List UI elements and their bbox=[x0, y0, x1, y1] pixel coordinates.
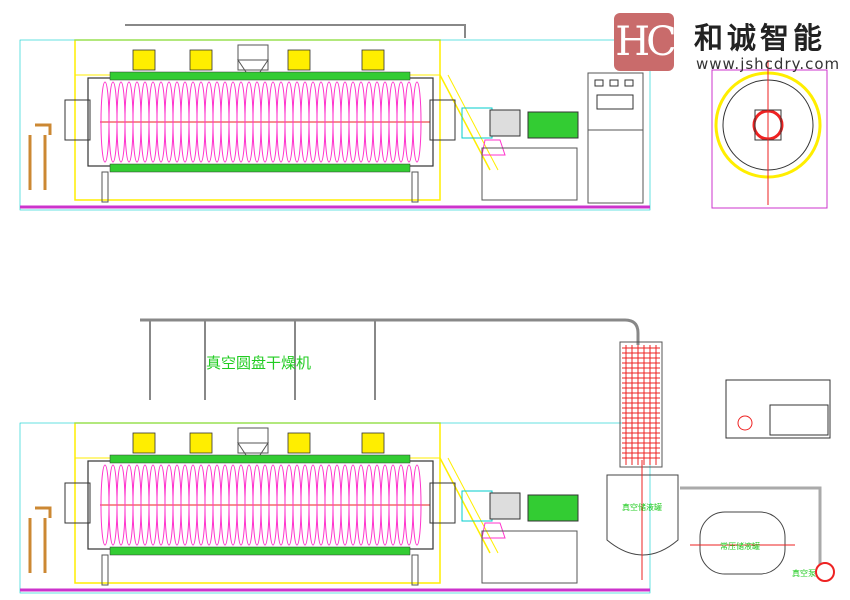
vacuum-pump-label: 真空泵 bbox=[792, 569, 816, 578]
condenser bbox=[619, 341, 663, 468]
company-url: www.jshcdry.com bbox=[696, 55, 841, 73]
atmospheric-tank bbox=[699, 511, 786, 575]
vacuum-line bbox=[680, 486, 822, 565]
vacuum-receiver-tank bbox=[606, 474, 679, 556]
control-cabinet bbox=[587, 72, 644, 204]
vacuum-tank-label: 真空储液罐 bbox=[622, 503, 662, 512]
mini-drawing-sheet bbox=[725, 379, 831, 439]
vapor-risers bbox=[149, 320, 376, 400]
company-logo: HC bbox=[614, 13, 677, 71]
vacuum-pump-symbol bbox=[815, 562, 835, 582]
company-name: 和诚智能 bbox=[694, 21, 827, 55]
dryer-name-label: 真空圆盘干燥机 bbox=[206, 354, 312, 372]
dryer-end-view bbox=[711, 60, 828, 209]
exhaust-pipe-top bbox=[125, 24, 466, 38]
dryer-elevation-top bbox=[18, 38, 652, 212]
vapor-pipe bbox=[140, 318, 640, 345]
atmos-tank-label: 常压储液罐 bbox=[720, 542, 760, 551]
dryer-elevation-bottom bbox=[18, 421, 652, 595]
